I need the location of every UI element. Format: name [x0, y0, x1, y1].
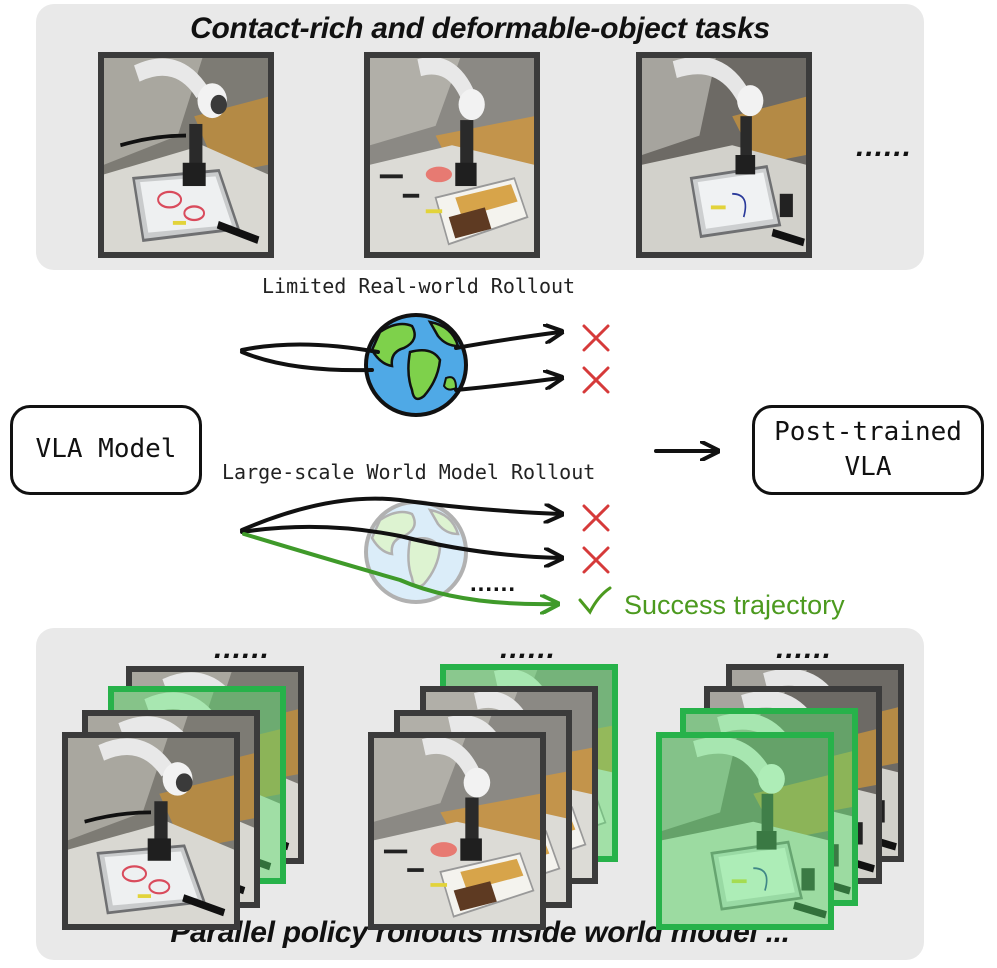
- post-trained-vla-box: Post-trained VLA: [752, 405, 984, 495]
- real-tasks-panel: Contact-rich and deformable-object tasks…: [36, 4, 924, 270]
- cross-icon: [582, 324, 610, 352]
- success-trajectory-label: Success trajectory: [624, 590, 845, 620]
- more-rollouts-ellipsis: ......: [776, 632, 833, 665]
- more-rollouts-ellipsis: ......: [214, 632, 271, 665]
- rollout-frame-success: [656, 732, 834, 930]
- more-rollouts-ellipsis: ......: [500, 632, 557, 665]
- vla-model-box: VLA Model: [10, 405, 202, 495]
- real-tasks-title: Contact-rich and deformable-object tasks: [190, 12, 770, 45]
- world-rollout-arrows: [240, 496, 560, 605]
- real-task-image-1: [98, 52, 274, 258]
- real-task-image-3: [636, 52, 812, 258]
- rollout-ellipsis: ......: [470, 570, 517, 597]
- cross-icon: [582, 546, 610, 574]
- more-tasks-ellipsis: ......: [856, 130, 913, 163]
- real-rollout-arrows: [240, 332, 560, 392]
- world-model-rollouts-panel: Parallel policy rollouts inside world mo…: [36, 628, 924, 960]
- globe-icon: [364, 313, 468, 417]
- real-task-image-2: [364, 52, 540, 258]
- real-rollout-label: Limited Real-world Rollout: [262, 274, 576, 298]
- check-icon: [578, 586, 612, 615]
- cross-icon: [582, 366, 610, 394]
- world-rollout-label: Large-scale World Model Rollout: [222, 460, 596, 484]
- cross-icon: [582, 504, 610, 532]
- rollout-frame: [368, 732, 546, 930]
- rollout-frame: [62, 732, 240, 930]
